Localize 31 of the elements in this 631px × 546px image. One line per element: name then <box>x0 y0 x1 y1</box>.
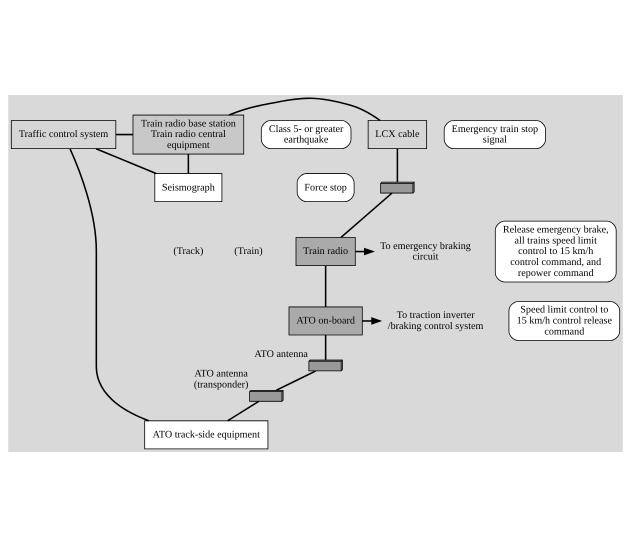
node-box: LCX cable <box>368 120 428 148</box>
node-label: ATO antenna (transponder) <box>194 368 248 390</box>
node-label: ATO antenna <box>254 348 308 360</box>
node-box: Traffic control system <box>10 120 116 148</box>
connector <box>69 148 150 421</box>
node-box: Force stop <box>296 172 354 202</box>
node-box: ATO on-board <box>288 306 363 335</box>
label: (Track) <box>173 246 204 257</box>
connector <box>324 265 326 306</box>
connector <box>188 154 190 173</box>
node-box: Release emergency brake, all trains speed limit control to 15 km/h control command, and repower command <box>494 220 617 282</box>
connector <box>396 148 398 182</box>
node-box: Train radio base station Train radio central equipment <box>132 114 244 154</box>
label: (Train) <box>234 246 263 257</box>
arrow <box>356 247 375 255</box>
node-box: Speed limit control to 15 km/h control release command <box>508 300 620 340</box>
connector <box>227 400 260 421</box>
connector <box>340 192 393 238</box>
node-text: To traction inverter /braking control system <box>388 310 484 332</box>
node-box: Class 5- or greater earthquake <box>260 120 352 148</box>
node-box: Train radio <box>296 236 356 266</box>
node-text: To emergency braking circuit <box>380 240 471 262</box>
arrow <box>362 316 382 324</box>
connector <box>276 370 316 390</box>
node-box: ATO track-side equipment <box>144 420 268 449</box>
connector <box>228 97 381 121</box>
connector <box>116 133 133 135</box>
connector <box>324 334 326 360</box>
node-box: Seismograph <box>154 172 222 202</box>
node-box: Emergency train stop signal <box>444 120 546 148</box>
connector <box>96 148 156 174</box>
